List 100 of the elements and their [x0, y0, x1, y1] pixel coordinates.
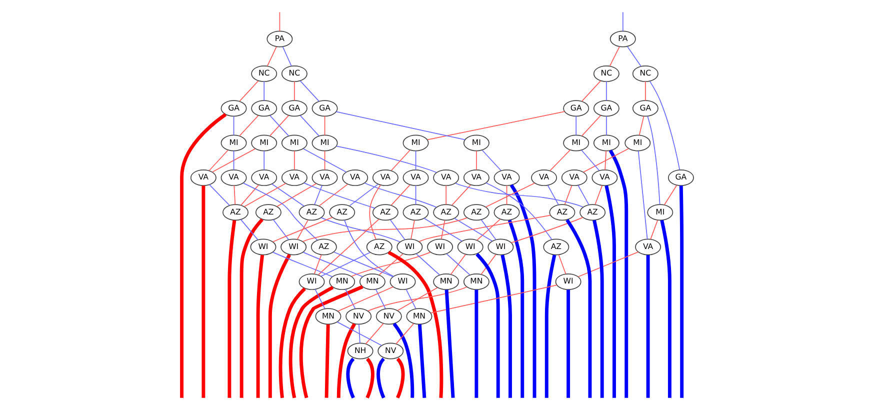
node-ellipse: NC [632, 65, 658, 82]
connector [270, 115, 290, 136]
node-ellipse: WI [457, 238, 484, 256]
connector [415, 150, 416, 170]
connector [300, 80, 320, 102]
connector [300, 115, 320, 136]
node-ellipse: MI [312, 134, 338, 152]
connector [208, 150, 228, 171]
connector [510, 184, 536, 398]
connector [604, 185, 616, 398]
connector [212, 148, 256, 172]
connector [351, 252, 431, 277]
node-ellipse: VA [220, 169, 247, 186]
connector [390, 219, 406, 240]
connector [368, 286, 468, 312]
node-ellipse: MN [315, 308, 342, 325]
node-ellipse: VA [433, 169, 460, 186]
connector [578, 252, 639, 278]
connector [375, 288, 386, 310]
connector [664, 184, 678, 206]
connector [234, 185, 236, 205]
connector [476, 150, 477, 170]
node-ellipse: AZ [372, 204, 398, 221]
node-ellipse: WI [396, 238, 423, 256]
node-ellipse: VA [190, 169, 216, 186]
connector [264, 81, 265, 101]
connector [544, 254, 556, 398]
node-ellipse: MN [329, 273, 356, 290]
node-ellipse: MN [433, 273, 460, 290]
node-ellipse: NV [346, 308, 372, 325]
connector [228, 220, 236, 398]
connector [558, 254, 566, 274]
connector [314, 185, 322, 205]
connector [304, 182, 376, 209]
connector [240, 184, 260, 206]
node-ellipse: MI [251, 134, 278, 152]
connector [486, 182, 552, 240]
connector [336, 322, 356, 398]
connector [180, 113, 227, 398]
connector [440, 220, 446, 240]
node-ellipse: NV [378, 342, 404, 360]
connector [454, 218, 493, 242]
connector [314, 254, 322, 274]
connector [240, 219, 258, 240]
connector [396, 323, 414, 344]
connector [446, 254, 470, 276]
connector [418, 214, 551, 242]
connector [608, 150, 628, 398]
node-ellipse: VA [592, 169, 618, 186]
connector [660, 220, 672, 398]
node-ellipse: MI [563, 134, 590, 152]
node-ellipse: VA [561, 169, 588, 186]
connector [627, 46, 642, 67]
connector [638, 116, 644, 136]
connector [500, 254, 512, 398]
connector [202, 186, 206, 398]
node-ellipse: VA [494, 169, 520, 186]
connector [334, 252, 394, 278]
connector [272, 216, 333, 242]
node-ellipse: AZ [402, 204, 429, 221]
connector [392, 322, 414, 398]
connector [450, 254, 466, 275]
connector [594, 185, 603, 205]
node-ellipse: AZ [298, 204, 325, 221]
connector [480, 219, 496, 240]
connector [302, 148, 347, 172]
connector [452, 184, 472, 206]
connector [480, 254, 496, 275]
connector [320, 252, 370, 277]
connector [272, 252, 333, 278]
connector [239, 115, 259, 136]
node-ellipse: AZ [549, 204, 576, 221]
connector [592, 220, 604, 398]
connector [208, 184, 230, 206]
node-ellipse: VA [342, 169, 368, 186]
node-ellipse: AZ [222, 204, 248, 221]
node-ellipse: WI [280, 238, 307, 256]
connector [346, 358, 355, 398]
node-ellipse: MN [359, 273, 386, 290]
connector [581, 150, 600, 171]
node-ellipse: GA [632, 100, 658, 117]
node-ellipse: GA [251, 100, 278, 117]
connector [296, 219, 309, 240]
node-ellipse: AZ [463, 204, 490, 221]
node-ellipse: GA [563, 100, 590, 117]
connector [604, 150, 606, 170]
node-ellipse: WI [390, 273, 416, 290]
node-ellipse: NC [251, 65, 278, 82]
node-ellipse: MI [647, 204, 674, 221]
connector [638, 150, 648, 240]
connector [242, 182, 318, 241]
connector [474, 290, 478, 398]
connector [302, 252, 364, 278]
node-ellipse: AZ [543, 238, 570, 256]
node-ellipse: AZ [310, 238, 337, 256]
connector [416, 254, 440, 276]
connector [485, 182, 536, 208]
node-ellipse: AZ [580, 204, 606, 221]
connector [397, 287, 438, 311]
connector [406, 288, 416, 310]
